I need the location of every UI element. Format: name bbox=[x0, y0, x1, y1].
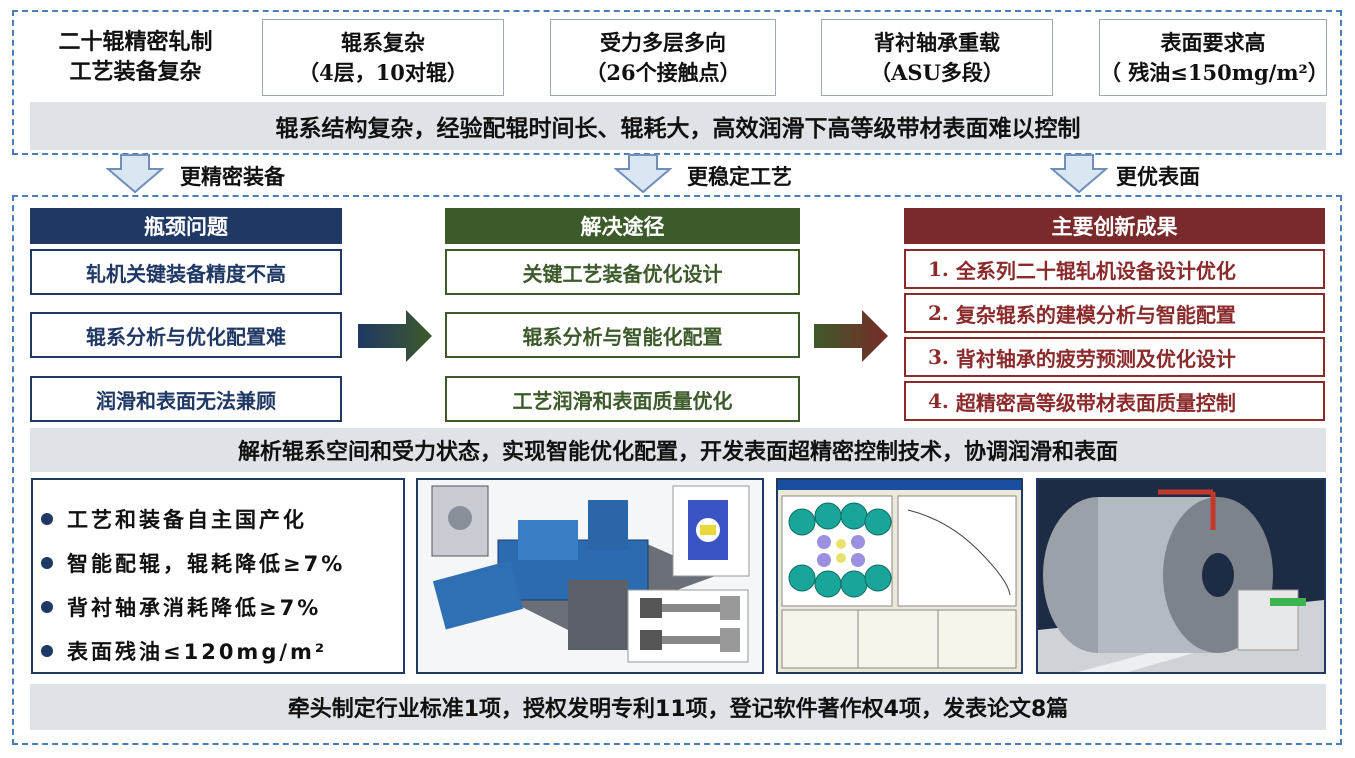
outcome-text: 智能配辊，辊耗降低≥7% bbox=[67, 552, 346, 576]
bullet-icon bbox=[41, 513, 53, 525]
steel-coil-image bbox=[1036, 478, 1326, 674]
result-num: 1. bbox=[928, 257, 949, 281]
problem-item: 辊系分析与优化配置难 bbox=[30, 312, 342, 358]
feature-detail: （ASU多段） bbox=[870, 59, 1004, 85]
problem-item: 轧机关键装备精度不高 bbox=[30, 249, 342, 295]
steel-coil-illustration bbox=[1038, 480, 1324, 672]
feature-title: 受力多层多向 bbox=[600, 30, 726, 55]
problems-header: 瓶颈问题 bbox=[30, 208, 342, 244]
bullet-icon bbox=[41, 557, 53, 569]
bottom-summary: 牵头制定行业标准1项，授权发明专利11项，登记软件著作权4项，发表论文8篇 bbox=[30, 684, 1326, 730]
middle-summary: 解析辊系空间和受力状态，实现智能优化配置，开发表面超精密控制技术，协调润滑和表面 bbox=[30, 428, 1326, 472]
outcome-text: 工艺和装备自主国产化 bbox=[67, 508, 307, 532]
feature-title: 辊系复杂 bbox=[341, 30, 425, 55]
results-header: 主要创新成果 bbox=[904, 208, 1325, 244]
software-screenshot-image bbox=[776, 478, 1023, 674]
feature-title: 背衬轴承重载 bbox=[874, 30, 1000, 55]
arrow-label-process: 更稳定工艺 bbox=[687, 165, 792, 189]
feature-box-roll-system: 辊系复杂 （4层，10对辊） bbox=[262, 19, 504, 96]
result-item: 4. 超精密高等级带材表面质量控制 bbox=[904, 381, 1325, 421]
mill-model-illustration bbox=[418, 480, 762, 672]
down-arrow-icon bbox=[1050, 154, 1108, 194]
top-frame bbox=[12, 10, 1342, 155]
feature-detail: （ 残油≤150mg/m²） bbox=[1100, 59, 1329, 85]
problem-item: 润滑和表面无法兼顾 bbox=[30, 376, 342, 422]
bullet-icon bbox=[41, 601, 53, 613]
mill-model-image bbox=[416, 478, 764, 674]
down-arrow-icon bbox=[106, 154, 164, 194]
outcome-item: 背衬轴承消耗降低≥7% bbox=[41, 585, 403, 629]
feature-box-force: 受力多层多向 （26个接触点） bbox=[550, 19, 776, 96]
main-frame bbox=[12, 195, 1342, 745]
outcome-item: 智能配辊，辊耗降低≥7% bbox=[41, 541, 403, 585]
result-text: 背衬轴承的疲劳预测及优化设计 bbox=[955, 346, 1236, 371]
outcome-text: 背衬轴承消耗降低≥7% bbox=[67, 596, 322, 620]
arrow-label-surface: 更优表面 bbox=[1116, 165, 1200, 189]
result-num: 3. bbox=[928, 345, 949, 369]
right-arrow-icon bbox=[814, 310, 888, 362]
right-arrow-icon bbox=[358, 310, 432, 362]
feature-box-surface: 表面要求高 （ 残油≤150mg/m²） bbox=[1099, 19, 1329, 96]
result-text: 复杂辊系的建模分析与智能配置 bbox=[955, 302, 1236, 327]
feature-title: 表面要求高 bbox=[1160, 30, 1266, 55]
result-item: 2. 复杂辊系的建模分析与智能配置 bbox=[904, 293, 1325, 333]
feature-detail: （26个接触点） bbox=[585, 59, 741, 85]
bullet-icon bbox=[41, 645, 53, 657]
result-text: 超精密高等级带材表面质量控制 bbox=[955, 390, 1236, 415]
feature-box-bearing: 背衬轴承重载 （ASU多段） bbox=[821, 19, 1053, 96]
top-summary: 辊系结构复杂，经验配辊时间长、辊耗大，高效润滑下高等级带材表面难以控制 bbox=[30, 102, 1326, 150]
result-num: 4. bbox=[928, 389, 949, 413]
solution-item: 辊系分析与智能化配置 bbox=[445, 312, 800, 358]
solutions-header: 解决途径 bbox=[445, 208, 800, 244]
top-title: 二十辊精密轧制 工艺装备复杂 bbox=[28, 19, 243, 96]
result-item: 1. 全系列二十辊轧机设备设计优化 bbox=[904, 249, 1325, 289]
result-text: 全系列二十辊轧机设备设计优化 bbox=[955, 258, 1236, 283]
outcome-item: 表面残油≤120mg/m² bbox=[41, 629, 403, 673]
top-title-line1: 二十辊精密轧制 bbox=[58, 29, 213, 55]
result-num: 2. bbox=[928, 301, 949, 325]
solution-item: 工艺润滑和表面质量优化 bbox=[445, 376, 800, 422]
solution-item: 关键工艺装备优化设计 bbox=[445, 249, 800, 295]
down-arrow-icon bbox=[614, 154, 672, 194]
outcomes-list: 工艺和装备自主国产化 智能配辊，辊耗降低≥7% 背衬轴承消耗降低≥7% 表面残油… bbox=[31, 478, 405, 674]
outcome-text: 表面残油≤120mg/m² bbox=[67, 640, 328, 664]
result-item: 3. 背衬轴承的疲劳预测及优化设计 bbox=[904, 337, 1325, 377]
outcome-item: 工艺和装备自主国产化 bbox=[41, 497, 403, 541]
top-title-line2: 工艺装备复杂 bbox=[69, 59, 202, 85]
feature-detail: （4层，10对辊） bbox=[298, 59, 468, 85]
arrow-label-equipment: 更精密装备 bbox=[180, 165, 285, 189]
roll-config-software-illustration bbox=[778, 480, 1021, 672]
